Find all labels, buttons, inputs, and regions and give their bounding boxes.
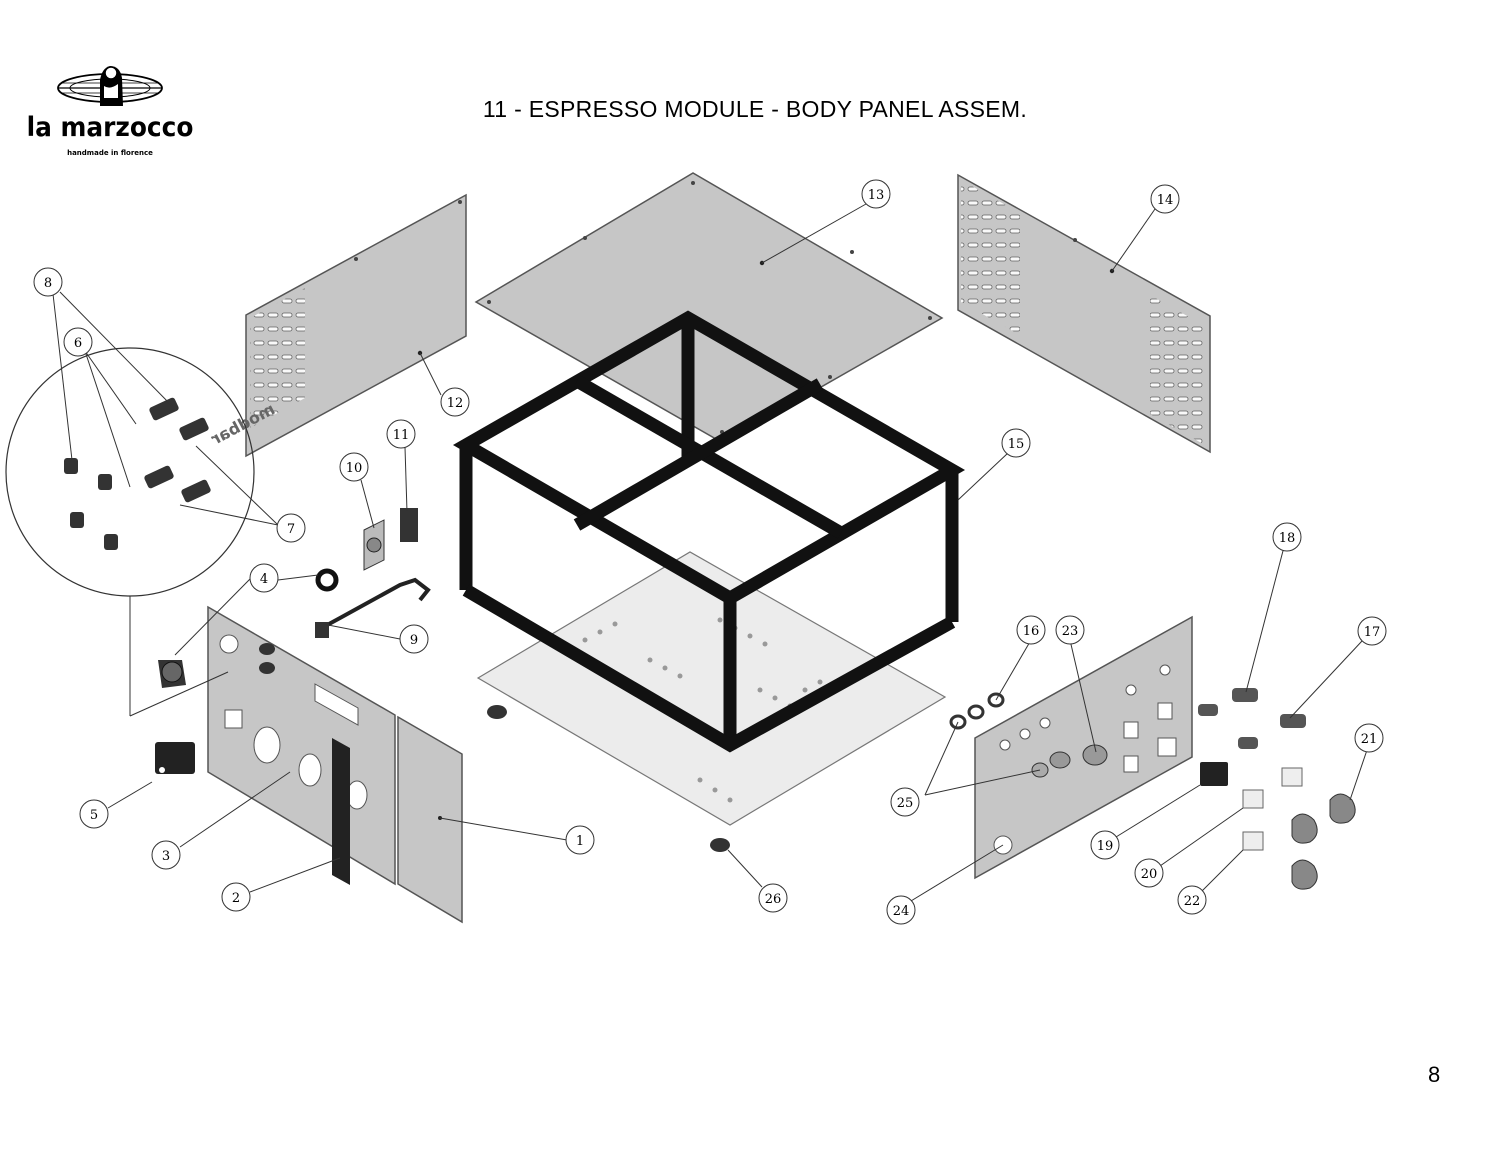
leader-lines — [52, 203, 1368, 905]
svg-text:13: 13 — [868, 188, 885, 203]
brand-name: la marzocco — [26, 112, 194, 143]
callout-26: 26 — [758, 883, 788, 913]
callout-10: 10 — [339, 452, 369, 482]
callout-23: 23 — [1055, 615, 1085, 645]
page-number: 8 — [1428, 1062, 1441, 1087]
callout-14: 14 — [1150, 184, 1180, 214]
svg-text:17: 17 — [1364, 625, 1381, 640]
svg-text:1: 1 — [576, 834, 584, 849]
callout-1: 1 — [565, 825, 595, 855]
callout-15: 15 — [1001, 428, 1031, 458]
svg-text:22: 22 — [1184, 894, 1201, 909]
page-title: 11 - ESPRESSO MODULE - BODY PANEL ASSEM. — [482, 96, 1028, 122]
callout-12: 12 — [440, 387, 470, 417]
callout-5: 5 — [79, 799, 109, 829]
svg-text:14: 14 — [1157, 193, 1174, 208]
callout-18: 18 — [1272, 522, 1302, 552]
svg-text:21: 21 — [1361, 732, 1378, 747]
callout-21: 21 — [1354, 723, 1384, 753]
callout-6: 6 — [63, 327, 93, 357]
brand-logo: la marzocco handmade in florence — [10, 60, 210, 170]
svg-text:24: 24 — [893, 904, 910, 919]
callout-4: 4 — [249, 563, 279, 593]
svg-text:8: 8 — [44, 276, 52, 291]
callout-13: 13 — [861, 179, 891, 209]
callout-3: 3 — [151, 840, 181, 870]
callout-24: 24 — [886, 895, 916, 925]
svg-text:15: 15 — [1008, 437, 1025, 452]
svg-text:6: 6 — [74, 336, 82, 351]
right-rear-panel — [957, 173, 1211, 454]
callout-19: 19 — [1090, 830, 1120, 860]
callout-16: 16 — [1016, 615, 1046, 645]
right-small-parts — [949, 688, 1356, 890]
brand-tagline: handmade in florence — [67, 149, 153, 157]
svg-text:23: 23 — [1062, 624, 1079, 639]
svg-text:18: 18 — [1279, 531, 1296, 546]
svg-text:26: 26 — [765, 892, 782, 907]
svg-text:4: 4 — [260, 572, 268, 587]
callout-25: 25 — [890, 787, 920, 817]
callout-20: 20 — [1134, 858, 1164, 888]
display-strip — [332, 738, 350, 885]
svg-text:9: 9 — [410, 633, 418, 648]
svg-text:7: 7 — [287, 522, 295, 537]
svg-text:5: 5 — [90, 808, 98, 823]
callout-7: 7 — [276, 513, 306, 543]
control-panel-right — [974, 615, 1193, 880]
callout-9: 9 — [399, 624, 429, 654]
front-panel-right — [397, 715, 463, 924]
frame — [452, 310, 966, 753]
svg-text:3: 3 — [162, 849, 170, 864]
callout-17: 17 — [1357, 616, 1387, 646]
svg-text:10: 10 — [346, 461, 363, 476]
small-parts — [155, 508, 730, 852]
svg-text:12: 12 — [447, 396, 464, 411]
svg-text:19: 19 — [1097, 839, 1114, 854]
callout-8: 8 — [33, 267, 63, 297]
front-panel-left — [207, 605, 396, 886]
svg-text:11: 11 — [393, 428, 410, 443]
base-plate — [476, 551, 947, 826]
callouts: 1 2 3 4 5 6 7 8 9 10 11 12 13 14 15 16 1… — [33, 179, 1387, 925]
callout-22: 22 — [1177, 885, 1207, 915]
callout-2: 2 — [221, 882, 251, 912]
svg-text:20: 20 — [1141, 867, 1158, 882]
left-rear-panel: modbar — [208, 193, 467, 458]
callout-11: 11 — [386, 419, 416, 449]
top-panel — [474, 172, 944, 444]
svg-text:2: 2 — [232, 891, 240, 906]
svg-text:16: 16 — [1023, 624, 1040, 639]
detail-view — [5, 347, 255, 717]
svg-text:25: 25 — [897, 796, 914, 811]
lion-globe-logo-icon — [57, 66, 163, 106]
